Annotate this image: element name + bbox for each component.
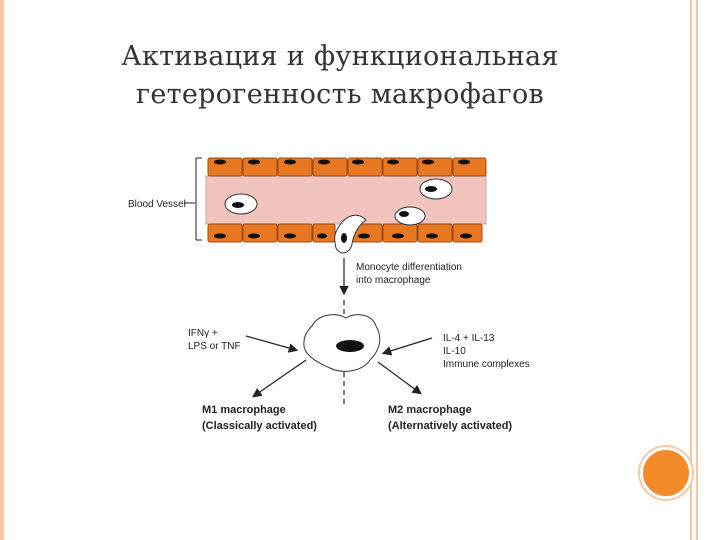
migrating-monocyte xyxy=(334,214,367,254)
differentiation-label-line-1: Monocyte differentiation xyxy=(356,262,462,273)
differentiation-label-line-2: into macrophage xyxy=(356,275,431,286)
slide-title: Активация и функциональная гетерогенност… xyxy=(60,38,620,114)
blood-vessel-label: Blood Vessel xyxy=(128,199,186,210)
m1-inputs-line-2: LPS or TNF xyxy=(188,341,241,352)
slide-frame-right xyxy=(690,0,692,540)
endothelium-top-nuclei xyxy=(214,159,470,165)
m2-inputs-line-3: Immune complexes xyxy=(443,359,530,370)
m2-inputs-line-1: IL-4 + IL-13 xyxy=(443,333,495,344)
m2-subtitle: (Alternatively activated) xyxy=(388,420,512,432)
m1-inputs-line-1: IFNγ + xyxy=(188,328,218,339)
slide-frame-left xyxy=(0,0,4,540)
m1-output-arrow xyxy=(252,359,307,398)
vessel-bracket xyxy=(195,157,202,241)
monocyte-2 xyxy=(419,178,453,200)
m2-inputs-line-2: IL-10 xyxy=(443,346,466,357)
slide-frame-right-inner xyxy=(696,0,698,540)
slide-title-line-2: гетерогенность макрофагов xyxy=(135,79,545,110)
monocyte-3 xyxy=(394,206,426,226)
m1-subtitle: (Classically activated) xyxy=(202,420,317,432)
m1-title: M1 macrophage xyxy=(202,404,286,416)
decorative-orange-circle xyxy=(640,447,692,499)
macrophage-cell xyxy=(303,314,381,372)
m2-title: M2 macrophage xyxy=(388,404,472,416)
m2-input-arrow xyxy=(381,337,433,356)
m1-input-arrow xyxy=(245,335,299,353)
endothelium-bottom-nuclei xyxy=(214,233,472,239)
m2-output-arrow xyxy=(377,361,422,395)
slide-title-line-1: Активация и функциональная xyxy=(121,41,559,72)
monocyte-1 xyxy=(224,193,258,215)
